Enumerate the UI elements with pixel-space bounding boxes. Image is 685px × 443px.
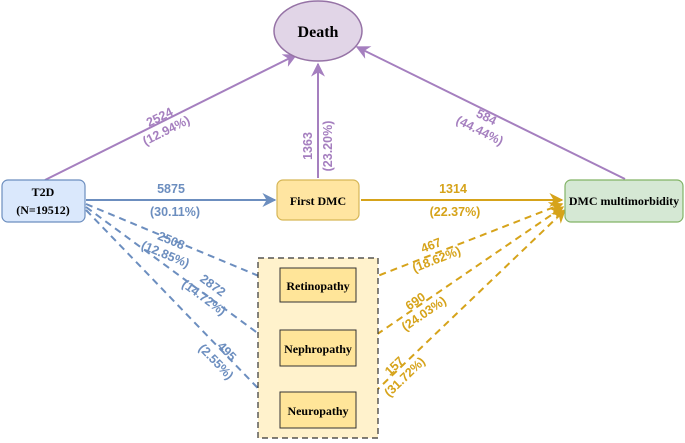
t2d-label: T2D (32, 185, 55, 199)
edge-retinopathy-to-multimorbidity (356, 202, 564, 285)
edge-t2d-to-death (44, 54, 298, 181)
t2d-dmc-pct: (30.11%) (150, 205, 200, 219)
t2d-dmc-count: 5875 (157, 182, 185, 196)
node-death: Death (273, 0, 363, 62)
edge-t2d-to-neuropathy (85, 209, 279, 411)
first-dmc-box (276, 179, 360, 221)
edge-multimorbidity-to-death (355, 46, 626, 180)
dmc-death-pct: (23.20%) (321, 121, 335, 172)
dmc-multi-pct: (22.37%) (430, 205, 481, 219)
t2d-count-label: (N=19512) (16, 203, 70, 217)
edge-neuropathy-to-multimorbidity (356, 209, 567, 410)
multimorbidity-label: DMC multimorbidity (569, 194, 679, 208)
dmc-multi-count: 1314 (439, 182, 467, 196)
label-retinopathy-to-multimorbidity: 467 (18.62%) (410, 235, 462, 275)
retinopathy-label: Retinopathy (286, 279, 349, 293)
neuropathy-label: Neuropathy (287, 404, 348, 418)
first-dmc-label: First DMC (290, 194, 346, 208)
t2d-box (1, 179, 86, 223)
label-nephropathy-to-multimorbidity: 690 (24.03%) (399, 290, 449, 334)
label-first-dmc-to-death: 1363 (23.20%) (301, 121, 335, 172)
node-multimorbidity: DMC multimorbidity (564, 179, 684, 223)
label-multimorbidity-to-death: 584 (44.44%) (454, 106, 506, 148)
label-t2d-to-neuropathy: 495 (2.55%) (196, 339, 239, 382)
dmc-subtype-group: Retinopathy Nephropathy Neuropathy (257, 257, 379, 439)
edge-nephropathy-to-multimorbidity (356, 206, 565, 349)
node-first-dmc: First DMC (276, 179, 360, 221)
nephropathy-box (279, 329, 357, 367)
multimorbidity-box (564, 179, 684, 223)
retinopathy-box (279, 267, 357, 303)
nephropathy-label: Nephropathy (284, 342, 352, 356)
edge-t2d-to-retinopathy (85, 203, 280, 286)
neuropathy-box (279, 391, 357, 429)
edge-t2d-to-nephropathy (85, 206, 280, 349)
label-t2d-to-death: 2524 (12.94%) (141, 105, 193, 148)
dmc-death-count: 1363 (301, 132, 315, 160)
node-t2d: T2D (N=19512) (1, 179, 86, 223)
label-t2d-to-nephropathy: 2872 (14.72%) (179, 272, 228, 319)
death-ellipse (273, 0, 363, 62)
death-label: Death (298, 24, 339, 41)
label-neuropathy-to-multimorbidity: 157 (31.72%) (382, 354, 428, 400)
